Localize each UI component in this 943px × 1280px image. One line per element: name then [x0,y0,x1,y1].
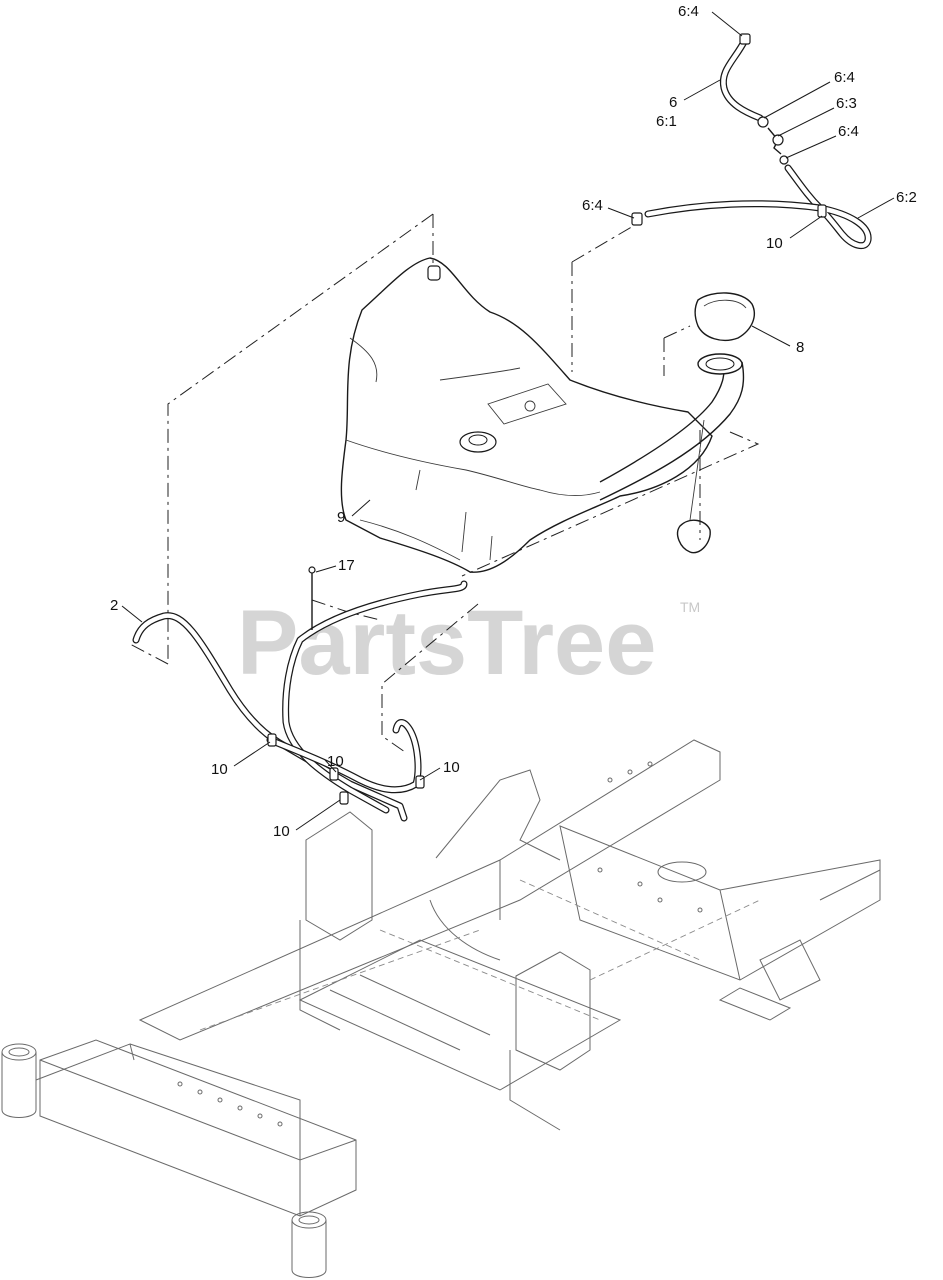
callout-10: 10 [273,823,290,840]
callout-6-3: 6:3 [836,95,857,112]
hose-clamp-icon [329,767,339,781]
watermark-text: PartsTree [237,592,656,694]
callout-17: 17 [338,557,355,574]
vent-hose-assembly [631,33,872,250]
watermark-trademark: TM [680,599,700,615]
fuel-tank [340,257,745,573]
leader-lines [121,11,895,831]
callout-6-4: 6:4 [838,123,859,140]
callout-10: 10 [766,235,783,252]
cable-tie-icon [308,566,316,574]
valve-icon [772,134,784,146]
callout-10: 10 [327,753,344,770]
callout-6-4: 6:4 [678,3,699,20]
callout-6-1: 6:1 [656,113,677,130]
callout-6-2: 6:2 [896,189,917,206]
hose-clamp-icon [817,204,827,218]
hose-clamp-icon [267,733,277,747]
hose-clamp-icon [631,212,643,226]
callouts: 6:4 6 6:1 6:4 6:3 6:4 6:4 6:2 10 8 9 17 … [110,3,917,840]
hose-clamp-icon [739,33,751,45]
fuel-cap [694,292,756,342]
chassis-frame [1,739,881,1278]
fuel-line-assembly [132,566,468,822]
hose-clamp-icon [339,791,349,805]
callout-2: 2 [110,597,118,614]
callout-6: 6 [669,94,677,111]
callout-6-4: 6:4 [582,197,603,214]
callout-10: 10 [211,761,228,778]
callout-10: 10 [443,759,460,776]
callout-6-4: 6:4 [834,69,855,86]
fitting-icon [757,116,769,128]
callout-9: 9 [337,509,345,526]
watermark: PartsTree TM [237,592,700,694]
vent-fitting-icon [427,265,441,281]
callout-8: 8 [796,339,804,356]
